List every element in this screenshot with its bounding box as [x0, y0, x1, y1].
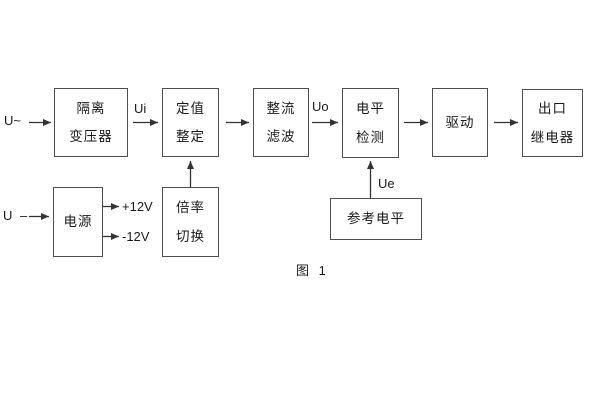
block-line: 整定 — [176, 129, 205, 144]
label-uo-signal: Uo — [312, 99, 329, 114]
label-ue-signal: Ue — [378, 176, 395, 191]
block-line: 电源 — [63, 214, 93, 230]
block-line: 继电器 — [530, 129, 575, 145]
block-ratio-switching: 倍率 切换 — [162, 187, 219, 257]
block-line: 滤波 — [266, 129, 296, 144]
block-power-supply: 电源 — [53, 187, 103, 257]
block-rectifier-filter: 整流 滤波 — [253, 88, 309, 157]
block-line: 变压器 — [69, 129, 113, 144]
block-line: 整流 — [266, 100, 296, 116]
block-line: 参考电平 — [347, 211, 405, 227]
block-level-detection: 电平 检测 — [342, 88, 399, 158]
label-plus-12v: +12V — [122, 199, 153, 214]
block-line: 出口 — [538, 101, 567, 116]
block-line: 驱动 — [445, 114, 475, 130]
block-reference-level: 参考电平 — [330, 198, 422, 240]
label-minus-12v: -12V — [122, 229, 150, 244]
block-line: 倍率 — [176, 200, 205, 215]
block-driver: 驱动 — [432, 88, 488, 157]
block-isolation-transformer: 隔离 变压器 — [54, 88, 128, 157]
block-line: 电平 — [356, 101, 385, 116]
label-dc-input: U – — [3, 208, 30, 223]
block-line: 检测 — [356, 129, 385, 145]
block-setting-adjustment: 定值 整定 — [162, 88, 219, 157]
block-line: 切换 — [176, 228, 205, 244]
figure-caption: 图 1 — [296, 263, 329, 278]
label-ui-signal: Ui — [134, 101, 147, 116]
block-line: 隔离 — [76, 100, 106, 116]
label-ac-input: U~ — [4, 113, 21, 128]
block-output-relay: 出口 继电器 — [522, 89, 583, 157]
block-line: 定值 — [176, 100, 205, 116]
